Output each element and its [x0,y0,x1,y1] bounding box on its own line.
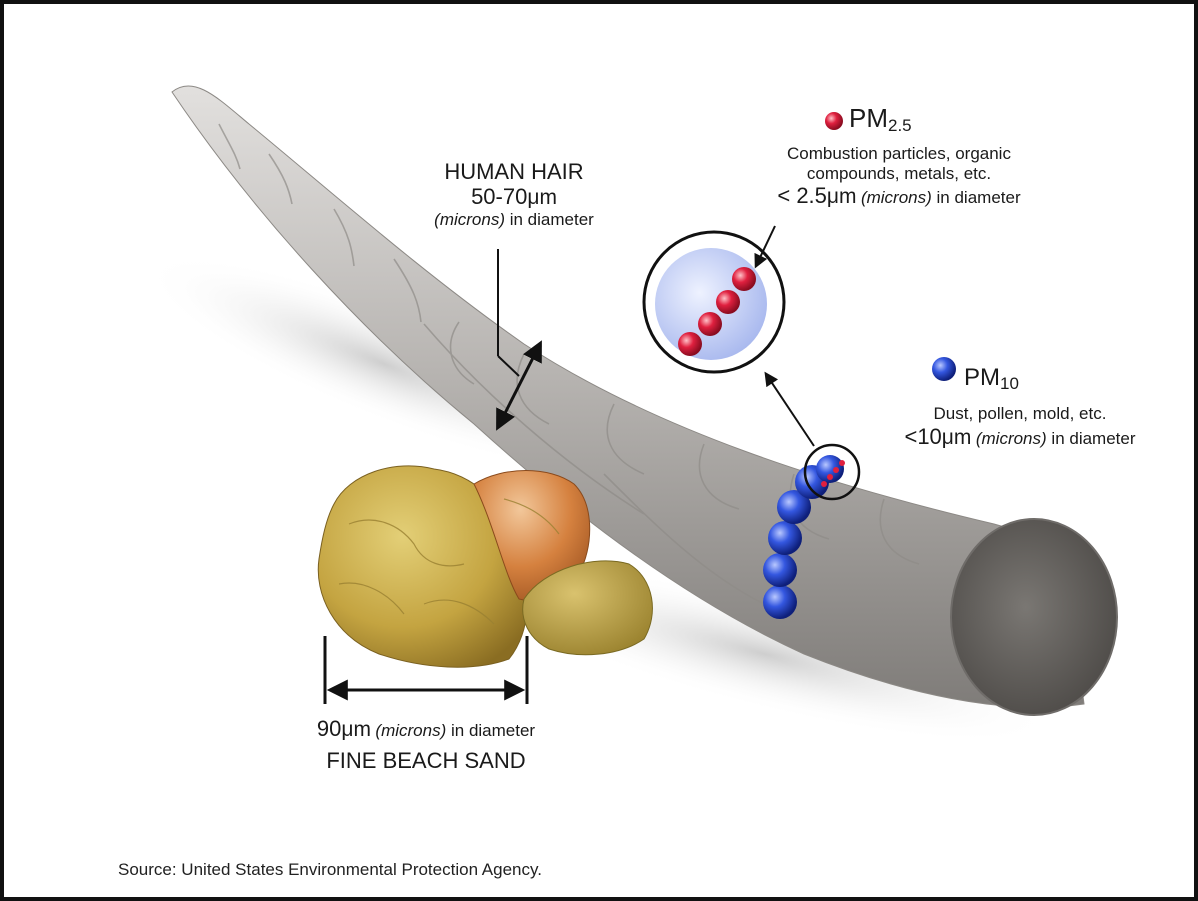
illustration [4,4,1194,897]
pm10-unit-note: (microns) [976,429,1047,448]
pm10-size-value: <10 [904,424,941,449]
pm25-legend-dot [825,112,843,130]
hair-size-unit: μm [527,186,557,209]
pm25-subscript: 2.5 [888,116,912,135]
hair-size-value: 50-70 [471,184,527,209]
sand-size-value: 90 [317,716,341,741]
pm10-subscript: 10 [1000,374,1019,393]
pm10-diameter-text: in diameter [1047,429,1136,448]
sand-title: FINE BEACH SAND [266,748,586,773]
hair-size: 50-70μm [396,184,632,210]
sand-size-unit: μm [341,718,371,741]
pm10-label: PM [964,364,1000,391]
pm10-title: PM10 [964,364,1019,394]
hair-diameter-note: (microns) in diameter [396,210,632,230]
zoom-arrow [766,374,814,446]
pm10-magnified [655,248,767,360]
source-caption: Source: United States Environmental Prot… [118,860,542,880]
pm10-line1: Dust, pollen, mold, etc. [850,404,1190,424]
pm10-size: <10μm (microns) in diameter [850,424,1190,450]
pm25-size: < 2.5μm (microns) in diameter [704,183,1094,209]
sand-size: 90μm (microns) in diameter [266,716,586,742]
pm25-line2: compounds, metals, etc. [704,164,1094,184]
pm25-description: Combustion particles, organic compounds,… [704,144,1094,209]
sand-unit-note: (microns) [375,721,446,740]
hair-label: HUMAN HAIR 50-70μm (microns) in diameter [396,159,632,230]
pm25-title: PM2.5 [849,104,912,136]
hair-diameter-text: in diameter [505,210,594,229]
pm25-size-unit: μm [827,185,857,208]
hair-title: HUMAN HAIR [396,159,632,184]
pm10-size-unit: μm [942,426,972,449]
pm25-unit-note: (microns) [861,188,932,207]
pm25-diameter-text: in diameter [932,188,1021,207]
sand-label: 90μm (microns) in diameter FINE BEACH SA… [266,716,586,773]
pm25-size-value: < 2.5 [777,183,827,208]
pm10-legend-dot [932,357,956,381]
pm10-description: Dust, pollen, mold, etc. <10μm (microns)… [850,404,1190,450]
pm25-label: PM [849,103,888,133]
sand-diameter-text: in diameter [446,721,535,740]
pm25-line1: Combustion particles, organic [704,144,1094,164]
hair-unit-note: (microns) [434,210,505,229]
hair-cross-section [951,519,1117,715]
